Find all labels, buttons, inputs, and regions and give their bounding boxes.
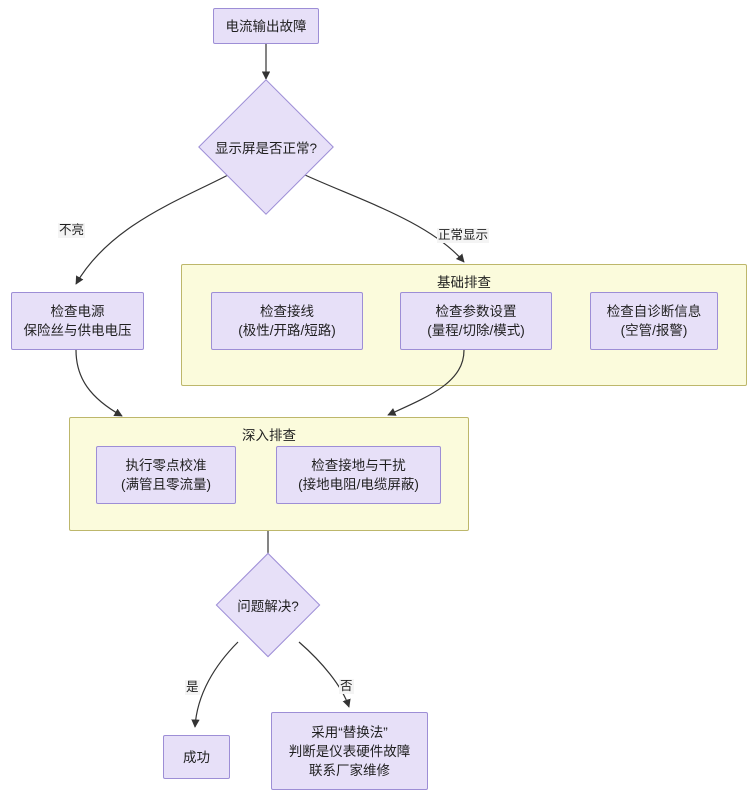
node-replace-method-line2: 判断是仪表硬件故障 [288,743,411,759]
node-start-label: 电流输出故障 [225,18,307,34]
node-replace-method-line1: 采用“替换法” [311,724,388,740]
node-check-wiring[interactable]: 检查接线 (极性/开路/短路) [211,292,363,350]
node-success-label: 成功 [183,749,210,765]
node-success[interactable]: 成功 [163,735,230,779]
edge-solved-to-success [191,641,239,728]
node-check-wiring-line2: (极性/开路/短路) [238,323,336,338]
edge-label-no: 否 [339,679,354,694]
node-check-wiring-line1: 检查接线 [260,304,314,319]
node-check-grounding-line2: (接地电阻/电缆屏蔽) [298,477,419,492]
node-decision-solved-label: 问题解决? [237,599,299,614]
node-check-power-line2: 保险丝与供电电压 [23,323,132,338]
node-start[interactable]: 电流输出故障 [213,8,319,44]
edge-label-not-lit: 不亮 [58,223,86,238]
node-replace-method[interactable]: 采用“替换法” 判断是仪表硬件故障 联系厂家维修 [271,712,428,790]
cluster-deep-title: 深入排查 [242,428,296,443]
node-zero-calibration-line2: (满管且零流量) [121,477,211,492]
edge-solved-to-replace [298,641,351,708]
node-check-params-line1: 检查参数设置 [435,304,517,319]
edge-display-to-basic [304,174,465,263]
node-check-selfdiag-line2: (空管/报警) [620,323,688,338]
node-zero-calibration[interactable]: 执行零点校准 (满管且零流量) [96,446,236,504]
edge-label-normal-display: 正常显示 [437,228,490,243]
node-replace-method-line3: 联系厂家维修 [309,762,390,778]
node-check-power-line1: 检查电源 [50,304,105,319]
node-check-params[interactable]: 检查参数设置 (量程/切除/模式) [400,292,552,350]
node-check-selfdiag-line1: 检查自诊断信息 [606,304,702,319]
node-zero-calibration-line1: 执行零点校准 [125,458,207,473]
node-check-grounding-line1: 检查接地与干扰 [311,458,406,473]
cluster-basic-title: 基础排查 [437,275,491,290]
node-check-grounding[interactable]: 检查接地与干扰 (接地电阻/电缆屏蔽) [276,446,441,504]
edge-power-to-deep [75,349,123,417]
node-check-params-line2: (量程/切除/模式) [427,323,525,338]
node-check-selfdiag[interactable]: 检查自诊断信息 (空管/报警) [590,292,718,350]
node-decision-display-label: 显示屏是否正常? [214,141,317,156]
edge-label-yes: 是 [185,680,200,695]
node-check-power[interactable]: 检查电源 保险丝与供电电压 [11,292,144,350]
